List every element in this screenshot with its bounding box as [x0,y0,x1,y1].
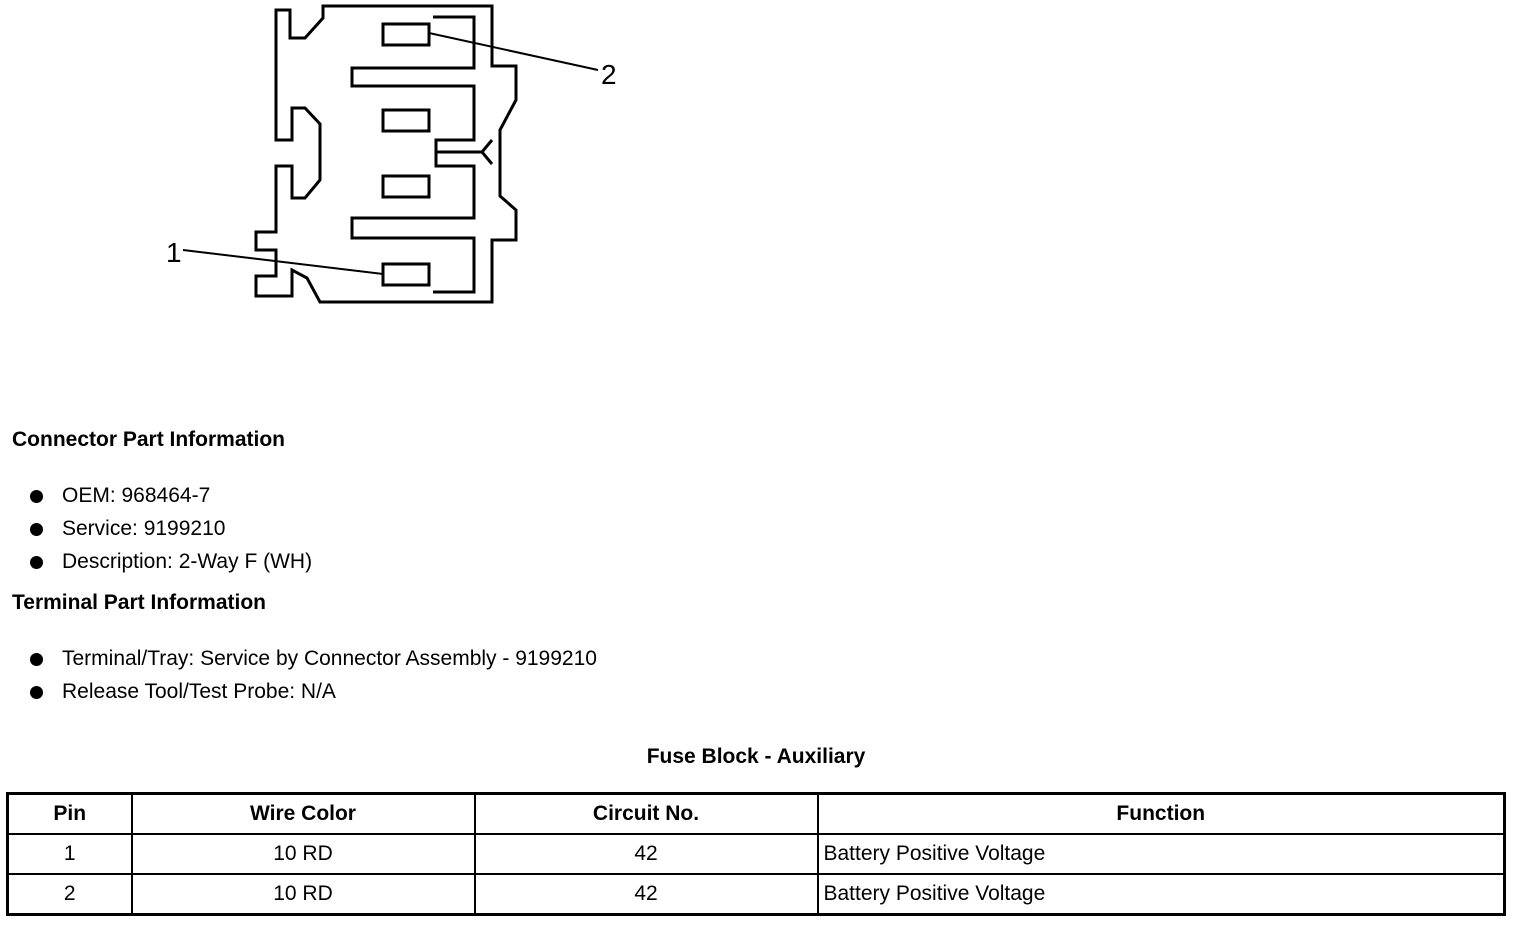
column-header-function: Function [816,792,1506,835]
cell-function: Battery Positive Voltage [816,833,1506,875]
bullet-icon [30,686,43,699]
callout-leader-1 [182,249,384,275]
cell-circuit-no: 42 [473,873,819,916]
cell-wire-color: 10 RD [130,873,476,916]
callout-leader-2 [428,32,599,71]
connector-inner-outline [350,15,476,294]
list-item: OEM: 968464-7 [28,479,312,512]
cell-circuit-no: 42 [473,833,819,875]
connector-face-diagram: 2 1 [166,4,617,304]
column-header-pin: Pin [6,792,133,835]
cell-pin: 1 [6,833,133,875]
terminal-cavity-pin-1 [381,262,431,287]
callout-label-1: 1 [166,237,182,268]
list-item: Release Tool/Test Probe: N/A [28,675,597,708]
cell-function: Battery Positive Voltage [816,873,1506,916]
column-header-circuit-no: Circuit No. [473,792,819,835]
connector-housing-outline [254,4,518,304]
terminal-info-list: Terminal/Tray: Service by Connector Asse… [28,642,597,708]
terminal-info-title: Terminal Part Information [12,591,266,614]
table-row: 2 10 RD 42 Battery Positive Voltage [6,873,1506,916]
terminal-cavity-pin-2 [381,22,431,47]
list-item: Service: 9199210 [28,512,312,545]
latch-ridge [436,150,494,165]
table-header-row: Pin Wire Color Circuit No. Function [6,792,1506,835]
bullet-icon [30,556,43,569]
terminal-cavity [381,108,431,133]
bullet-icon [30,653,43,666]
table-title: Fuse Block - Auxiliary [646,745,866,768]
connector-info-title: Connector Part Information [12,428,286,451]
callout-label-2: 2 [601,59,617,90]
connector-info-list: OEM: 968464-7 Service: 9199210 Descripti… [28,479,312,578]
bullet-icon [30,523,43,536]
column-header-wire-color: Wire Color [130,792,476,835]
table-row: 1 10 RD 42 Battery Positive Voltage [6,833,1506,875]
bullet-icon [30,490,43,503]
pinout-table: Pin Wire Color Circuit No. Function 1 10… [6,792,1506,916]
cell-wire-color: 10 RD [130,833,476,875]
terminal-cavity [381,174,431,199]
list-item: Description: 2-Way F (WH) [28,545,312,578]
latch-ridge-lower [480,139,494,153]
list-item: Terminal/Tray: Service by Connector Asse… [28,642,597,675]
cell-pin: 2 [6,873,133,916]
